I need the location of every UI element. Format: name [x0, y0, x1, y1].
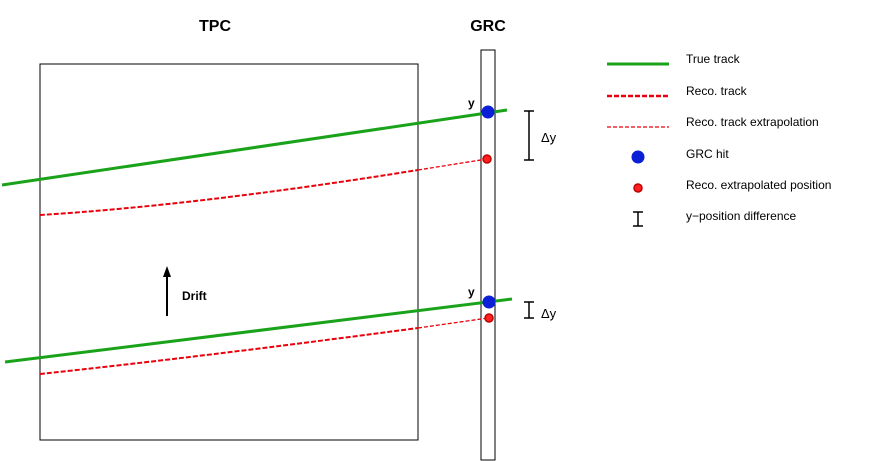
reco-extrapolated-position-lower: [484, 313, 494, 323]
legend-label-reco-extrapolated-position: Reco. extrapolated position: [686, 178, 831, 192]
legend-label-reco-extrapolation: Reco. track extrapolation: [686, 115, 819, 129]
tpc-title: TPC: [199, 18, 231, 35]
legend-reco-extrapolated-position-icon: [633, 183, 643, 193]
drift-arrow-icon: [163, 266, 171, 316]
reco-track-upper: [39, 169, 419, 216]
legend-label-reco-track: Reco. track: [686, 84, 748, 98]
legend-label-true-track: True track: [686, 52, 741, 66]
legend-grc-hit-icon: [631, 150, 645, 164]
true-track-upper: [1, 108, 508, 187]
grc-hit-lower: [482, 295, 496, 309]
delta-y-bar-lower: [524, 301, 534, 319]
legend: True track Reco. track Reco. track extra…: [607, 52, 831, 227]
legend-error-bar-icon: [633, 211, 643, 227]
grc-title: GRC: [470, 18, 506, 35]
reco-extrapolated-position-upper: [482, 154, 492, 164]
delta-y-label-upper: Δy: [541, 130, 557, 145]
delta-y-label-lower: Δy: [541, 306, 557, 321]
delta-y-bar-upper: [524, 110, 534, 161]
reco-track-lower: [39, 327, 419, 375]
reco-extrapolation-upper: [417, 158, 488, 171]
y-label-lower: y: [468, 285, 475, 299]
grc-hit-upper: [481, 105, 495, 119]
drift-label: Drift: [182, 289, 207, 303]
y-label-upper: y: [468, 96, 475, 110]
grc-strip: [480, 49, 496, 461]
true-track-lower: [4, 297, 513, 364]
legend-label-y-position-difference: y−position difference: [686, 209, 797, 223]
legend-label-grc-hit: GRC hit: [686, 147, 729, 161]
tpc-box: [39, 63, 419, 441]
reco-extrapolation-lower: [417, 317, 489, 329]
